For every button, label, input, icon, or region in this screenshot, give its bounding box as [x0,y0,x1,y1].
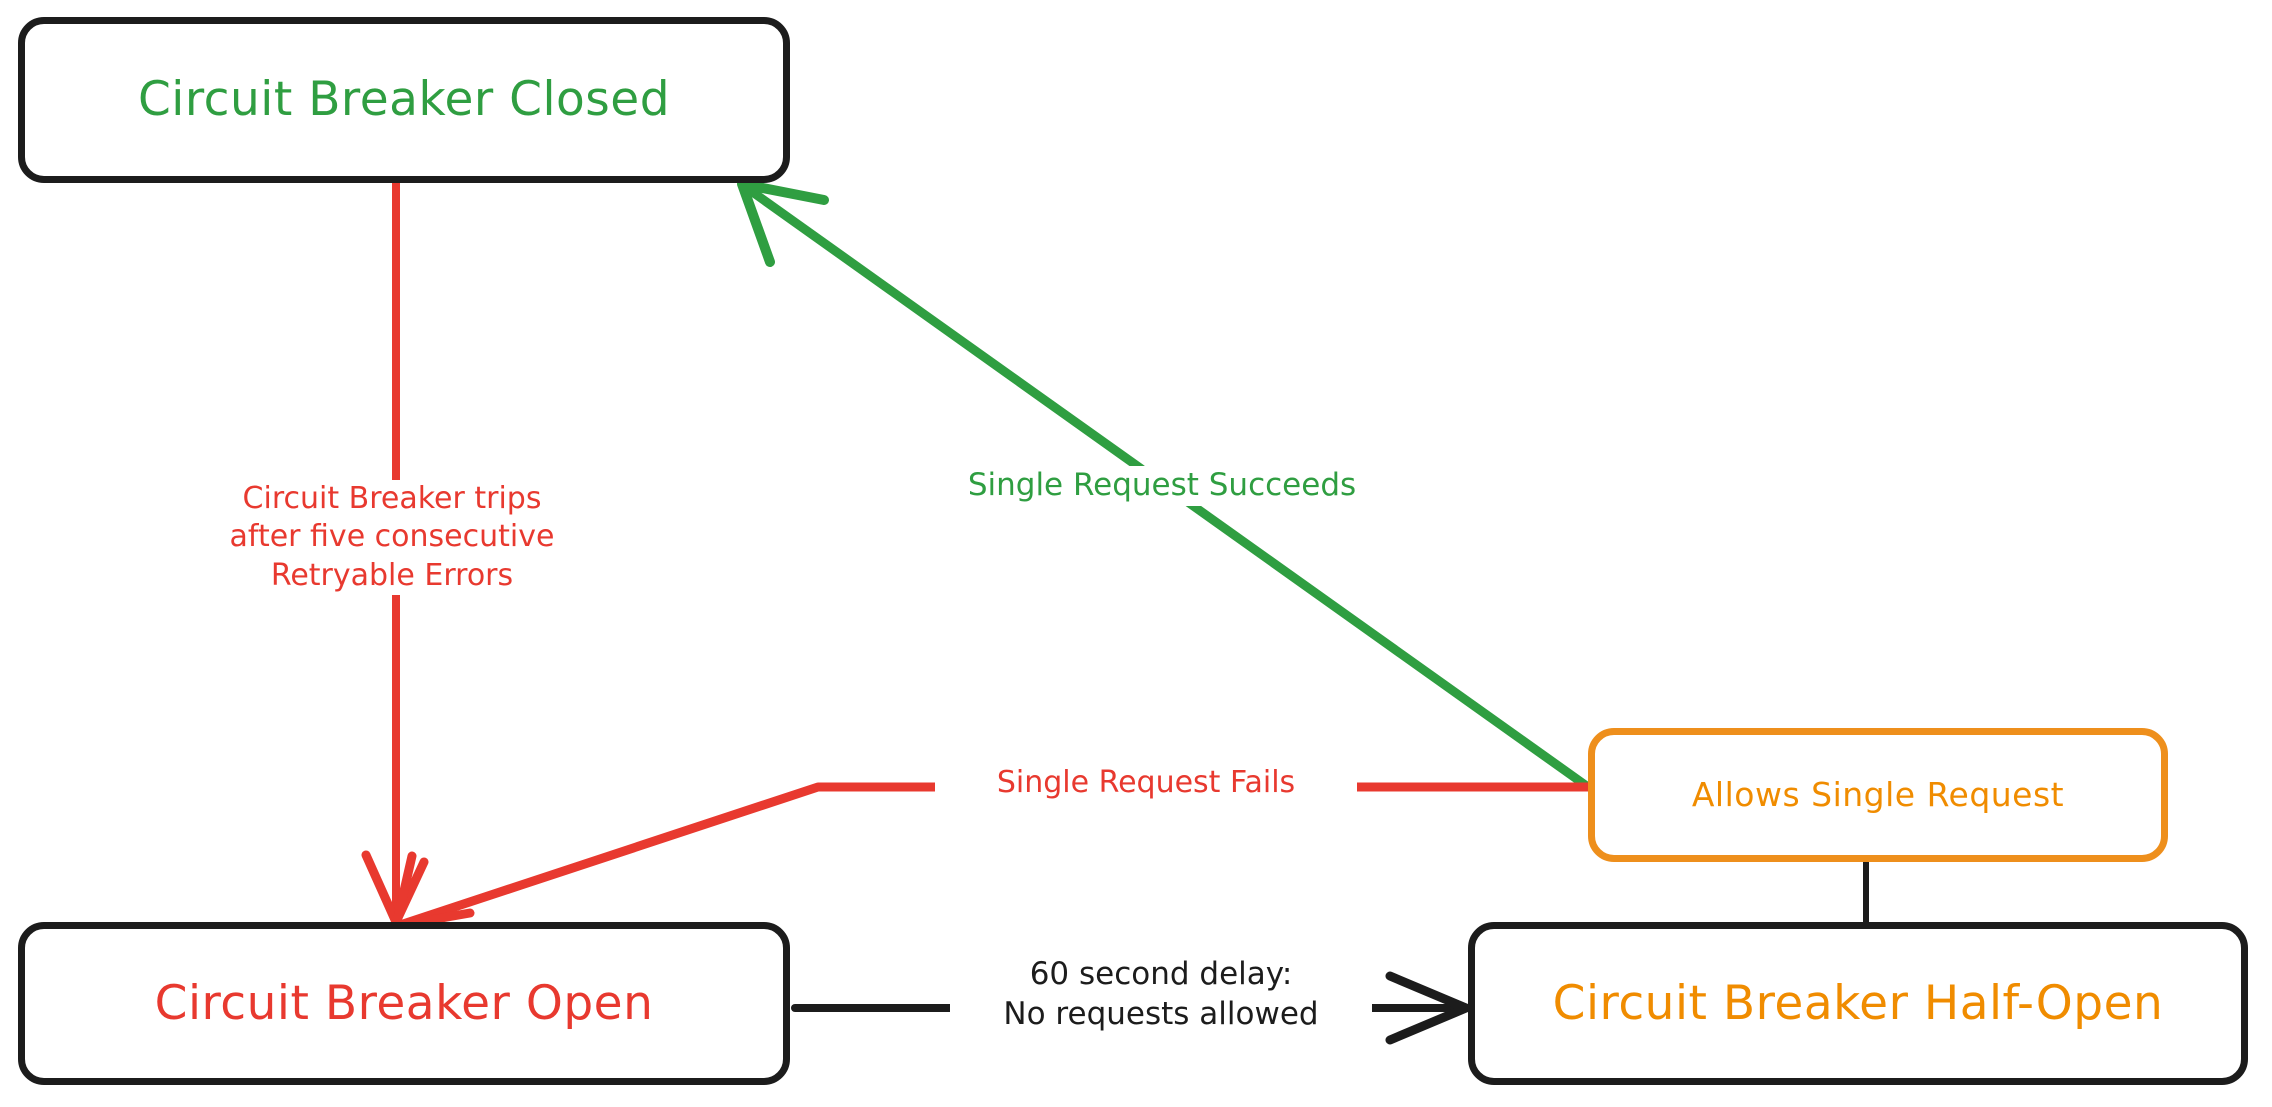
state-node-circuit-breaker-open[interactable]: Circuit Breaker Open [18,922,790,1085]
edge-label-closed-to-open: Circuit Breaker trips after five consecu… [176,480,608,596]
edge-allows-to-open [391,782,1593,931]
state-node-circuit-breaker-half-open[interactable]: Circuit Breaker Half-Open [1468,922,2248,1085]
edge-label-allows-to-closed: Single Request Succeeds [906,466,1418,506]
state-node-label: Circuit Breaker Half-Open [1552,975,2164,1031]
state-node-circuit-breaker-closed[interactable]: Circuit Breaker Closed [18,17,790,183]
state-node-label: Circuit Breaker Closed [137,72,671,128]
edge-label-allows-to-open: Single Request Fails [935,764,1357,803]
state-node-allows-single-request[interactable]: Allows Single Request [1588,728,2168,862]
state-node-label: Allows Single Request [1691,774,2065,814]
edge-label-open-to-halfopen: 60 second delay: No requests allowed [950,955,1372,1035]
state-node-label: Circuit Breaker Open [154,975,654,1031]
